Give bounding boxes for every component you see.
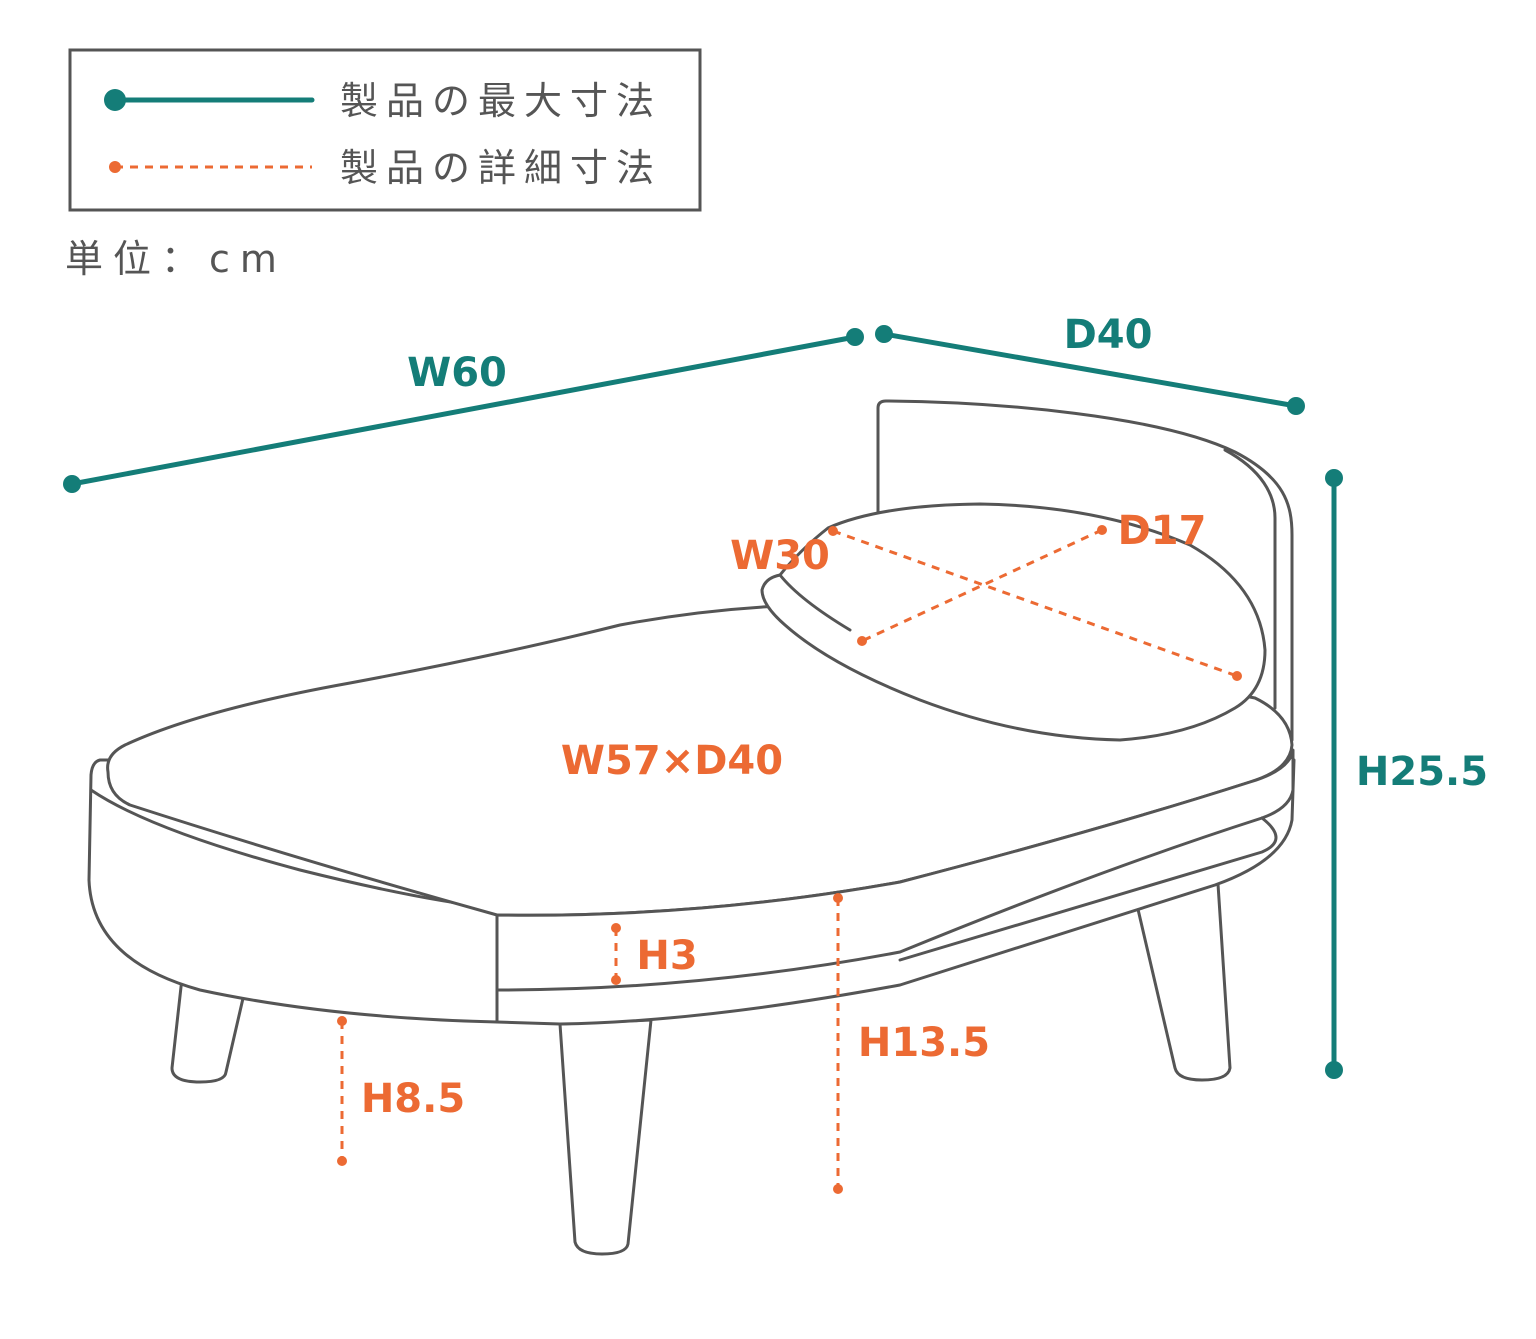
max-depth-label: D40 xyxy=(1064,312,1153,358)
width-dimension-dot-end xyxy=(846,328,864,346)
pillow-width-dot-start xyxy=(828,526,838,536)
max-dimensions: W60 D40 H25.5 xyxy=(63,312,1488,1079)
pillow-width-label: W30 xyxy=(730,533,830,579)
frame-height-dot-start xyxy=(337,1016,347,1026)
legend-max-label: 製品の最大寸法 xyxy=(340,79,662,123)
legend-max-dot xyxy=(104,89,126,111)
depth-dimension-dot-end xyxy=(1287,397,1305,415)
depth-dimension-dot-start xyxy=(875,325,893,343)
cushion-height-label: H3 xyxy=(636,933,697,979)
pillow-depth-label: D17 xyxy=(1118,508,1207,554)
detail-dimensions: W30 D17 W57×D40 H3 H8.5 H13.5 xyxy=(337,508,1242,1194)
leg-front xyxy=(558,1018,653,1256)
width-dimension-line xyxy=(69,334,858,487)
frame-height-dot-end xyxy=(337,1156,347,1166)
seat-height-dot-start xyxy=(833,893,843,903)
cushion-side-lower xyxy=(898,816,1278,962)
pillow-depth-dot-start xyxy=(1097,525,1107,535)
leg-back-left xyxy=(170,976,246,1084)
legend: 製品の最大寸法 製品の詳細寸法 xyxy=(68,48,702,212)
pillow-width-line xyxy=(832,529,1238,678)
legend-box xyxy=(68,48,702,212)
legend-detail-label: 製品の詳細寸法 xyxy=(340,146,662,190)
pet-bed-drawing xyxy=(87,399,1296,1256)
pillow-edge xyxy=(778,573,852,632)
seat-height-dot-end xyxy=(833,1184,843,1194)
cushion-height-dot-end xyxy=(611,975,621,985)
unit-label: 単位：cm xyxy=(65,237,287,281)
pillow xyxy=(760,502,1267,742)
depth-dimension-line xyxy=(881,331,1299,409)
width-dimension-dot-start xyxy=(63,475,81,493)
max-width-label: W60 xyxy=(407,350,507,396)
leg-right xyxy=(1135,882,1232,1082)
headboard-inner-edge xyxy=(1223,448,1277,710)
legend-detail-dot xyxy=(109,161,121,173)
cushion-side xyxy=(495,748,1295,992)
seat-height-label: H13.5 xyxy=(858,1020,990,1066)
max-height-label: H25.5 xyxy=(1356,749,1488,795)
pillow-depth-dot-end xyxy=(857,636,867,646)
height-dimension-dot-start xyxy=(1325,469,1343,487)
cushion-size-label: W57×D40 xyxy=(561,738,783,784)
height-dimension-dot-end xyxy=(1325,1061,1343,1079)
cushion-height-dot-start xyxy=(611,923,621,933)
pillow-width-dot-end xyxy=(1232,671,1242,681)
frame-height-label: H8.5 xyxy=(361,1076,465,1122)
